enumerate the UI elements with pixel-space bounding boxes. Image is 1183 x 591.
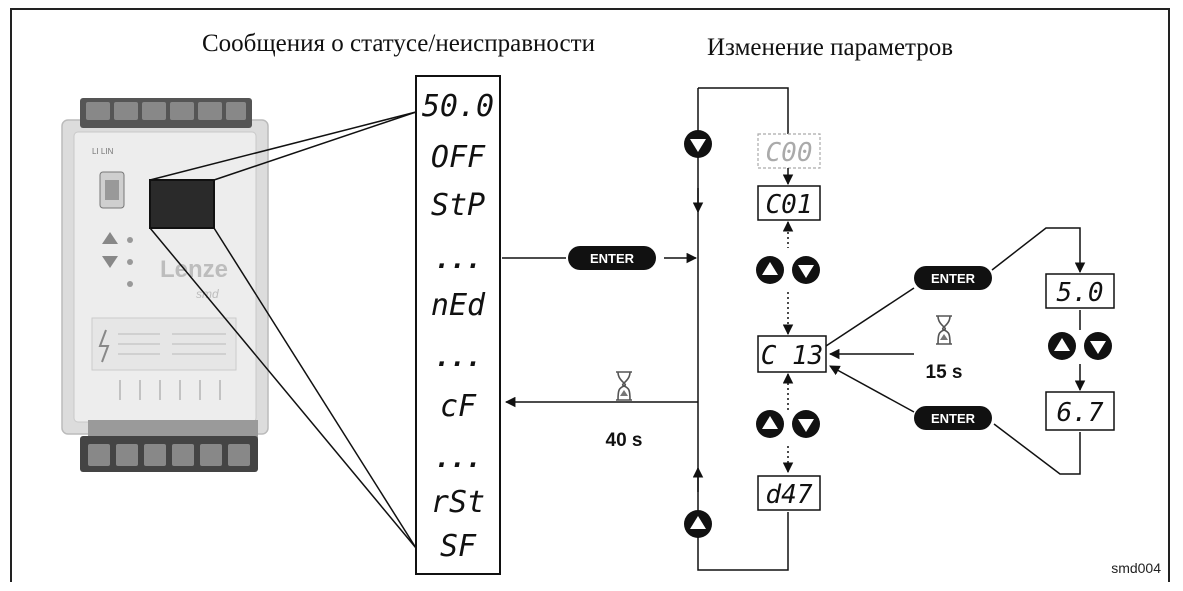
zoom-lines (149, 111, 417, 549)
device-warning-label (91, 317, 237, 371)
device-display-window (149, 179, 215, 229)
param-d47-box (757, 475, 821, 511)
device-brand-logo: Lenze (160, 256, 228, 283)
diagram-frame (10, 8, 1170, 582)
parameter-change-title: Изменение параметров (707, 34, 954, 61)
enter-button[interactable]: ENTER (568, 246, 656, 270)
enter-button-label: ENTER (931, 411, 976, 426)
param-c01-code: C01 (766, 190, 813, 220)
bottom-terminal-block (80, 420, 258, 472)
status-message: 50.0 (422, 89, 494, 124)
up-arrow-button-icon[interactable] (756, 256, 784, 284)
param-c00-box (757, 133, 821, 169)
param-value-2: 6.7 (1057, 398, 1104, 428)
down-arrow-button-icon[interactable] (684, 130, 712, 158)
status-ellipsis: ... (435, 444, 482, 474)
device-vents (119, 380, 221, 400)
status-message: rSt (431, 485, 485, 520)
status-message: OFF (431, 140, 486, 175)
param-c00-code: C00 (766, 138, 813, 168)
enter-button-label: ENTER (590, 251, 635, 266)
status-ellipsis: ... (435, 245, 482, 275)
up-arrow-button-icon[interactable] (684, 510, 712, 538)
param-c13-box (757, 335, 827, 373)
up-arrow-button-icon[interactable] (756, 410, 784, 438)
param-value-box-1 (1045, 273, 1115, 309)
down-arrow-button-icon[interactable] (1084, 332, 1112, 360)
enter-button[interactable]: ENTER (914, 406, 992, 430)
enter-button[interactable]: ENTER (914, 266, 992, 290)
status-message: SF (440, 529, 477, 564)
status-message: nEd (431, 288, 486, 323)
status-messages-title: Сообщения о статусе/неисправности (202, 30, 595, 57)
param-d47-code: d47 (766, 480, 813, 510)
status-message: cF (440, 389, 477, 424)
enter-button-label: ENTER (931, 271, 976, 286)
hourglass-icon (615, 371, 633, 401)
status-message-panel (415, 75, 501, 575)
down-arrow-button-icon[interactable] (792, 256, 820, 284)
drive-device: LI LIN Lenze smd (61, 98, 269, 472)
status-message: StP (431, 188, 485, 223)
down-arrow-button-icon[interactable] (792, 410, 820, 438)
top-terminal-block (80, 98, 252, 128)
device-model-label: LI LIN (92, 147, 114, 156)
param-c13-code: C 13 (761, 341, 824, 371)
status-ellipsis: ... (435, 343, 482, 373)
timeout-to-status-label: 40 s (606, 430, 643, 451)
up-arrow-button-icon[interactable] (1048, 332, 1076, 360)
param-value-box-2 (1045, 391, 1115, 431)
param-c01-box (757, 185, 821, 221)
param-value-1: 5.0 (1057, 278, 1104, 308)
device-series-label: smd (196, 287, 219, 301)
timeout-to-param-label: 15 s (926, 362, 963, 383)
hourglass-icon (935, 315, 953, 345)
device-keypad (102, 232, 133, 287)
figure-id-label: smd004 (1111, 560, 1161, 576)
